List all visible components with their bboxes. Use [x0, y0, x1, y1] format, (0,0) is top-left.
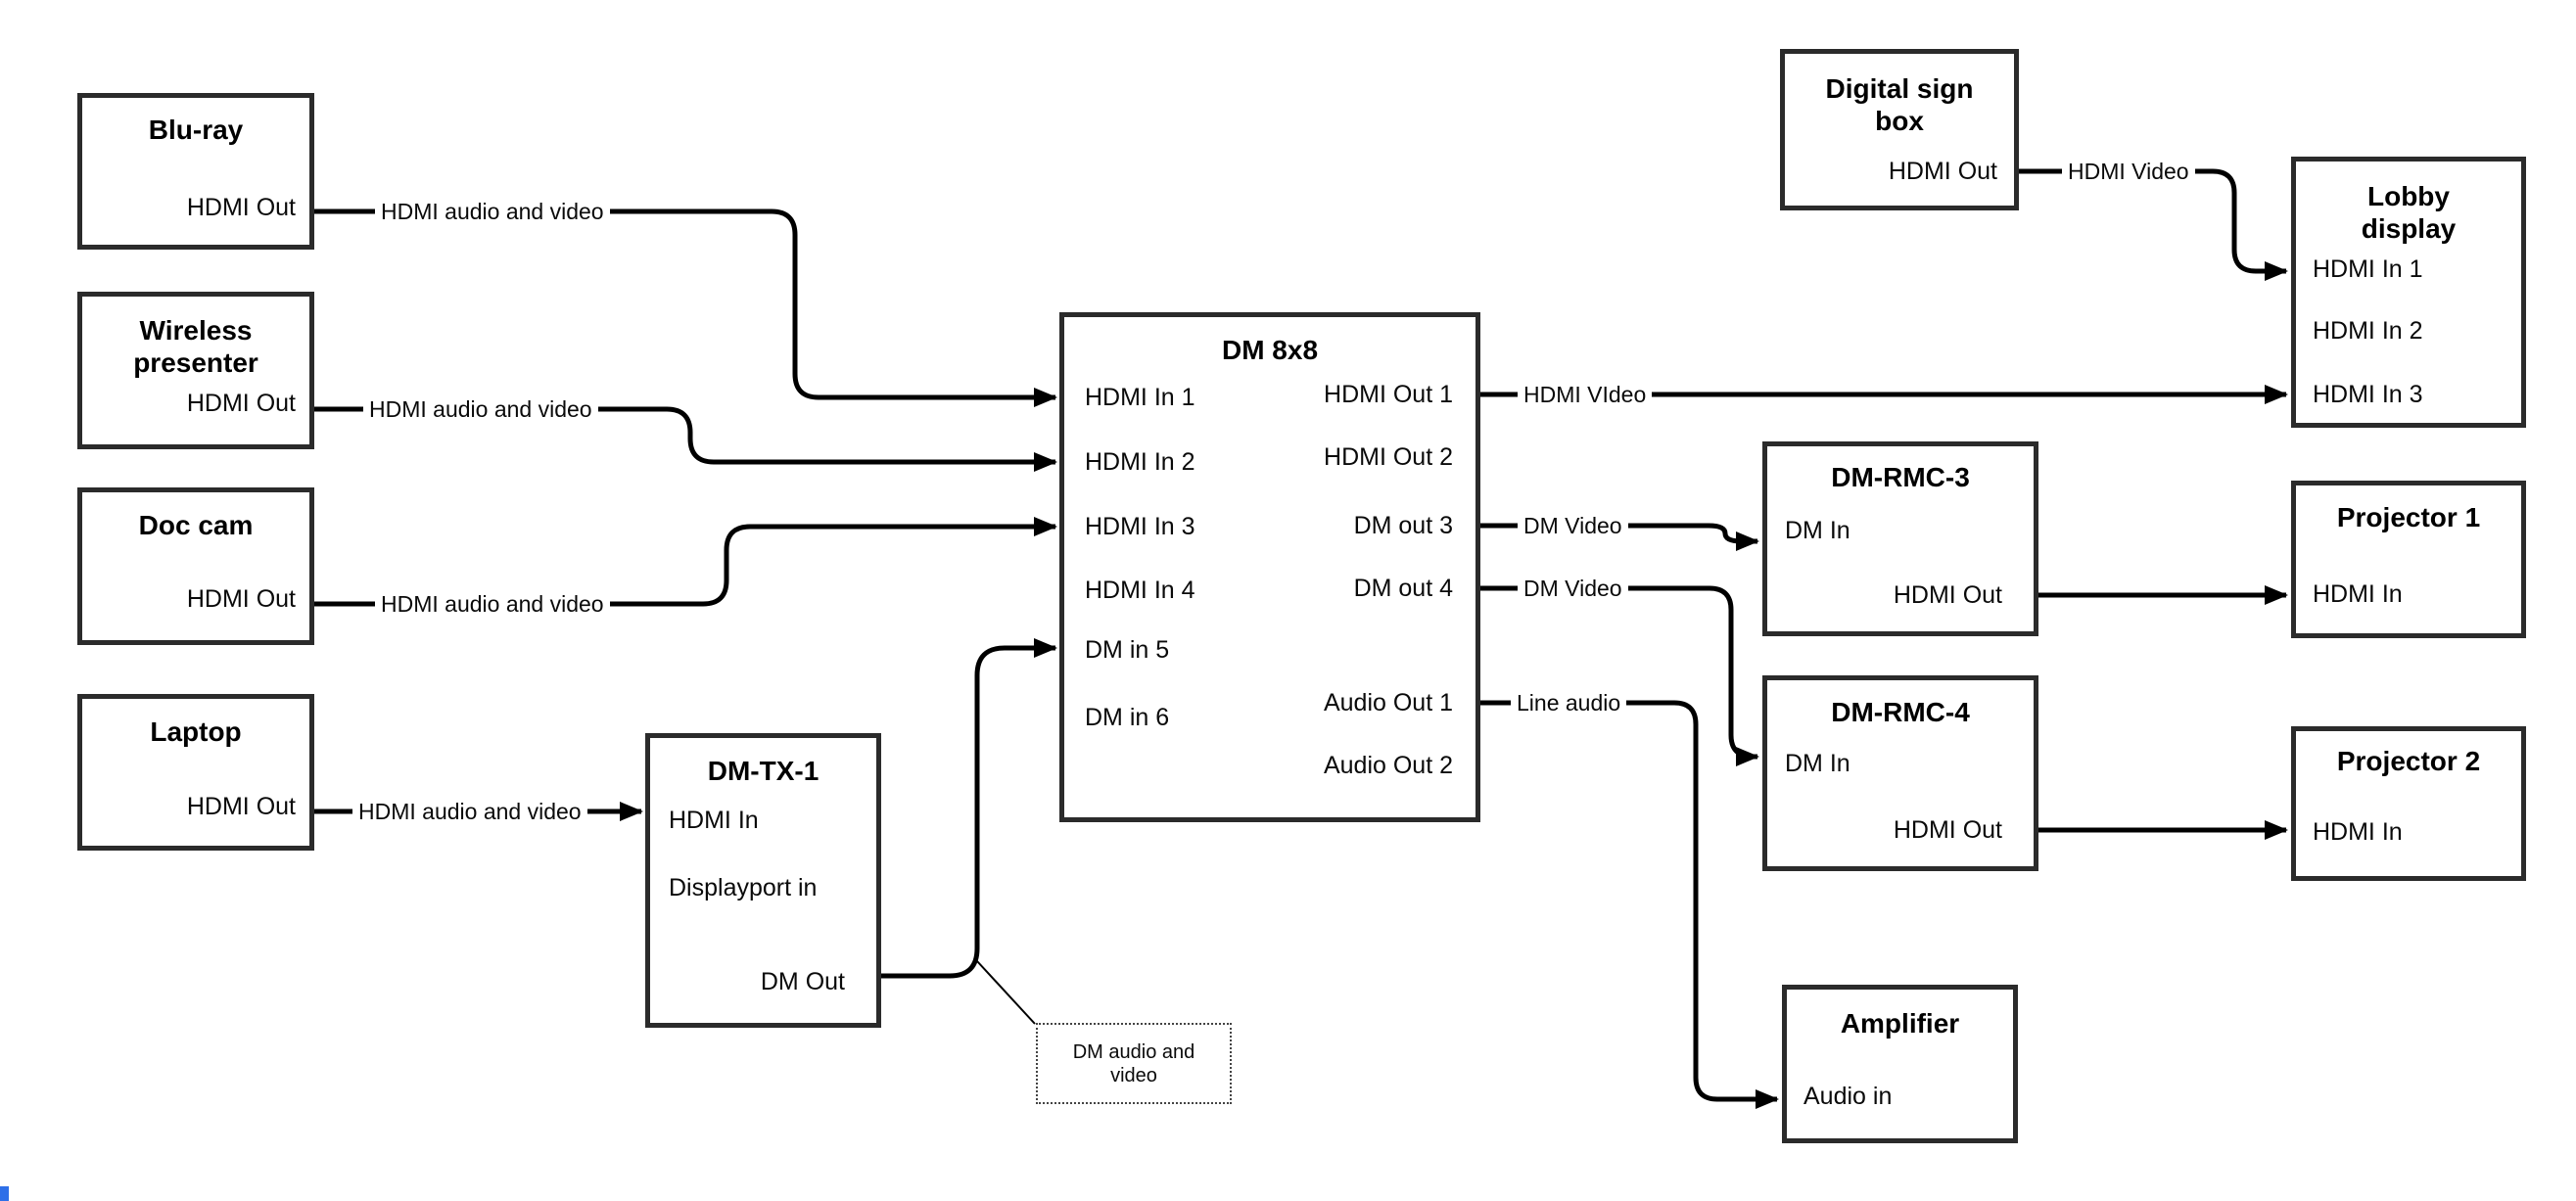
- label-doccam-wire: HDMI audio and video: [375, 591, 610, 617]
- dm-8x8-port-dm-in-5: DM in 5: [1085, 636, 1170, 664]
- projector-2-port-hdmi-in: HDMI In: [2313, 818, 2403, 846]
- node-doc-cam: [77, 487, 314, 645]
- label-hdmi-video-sign: HDMI Video: [2062, 159, 2195, 184]
- digital-sign-title: Digital sign box: [1825, 73, 1974, 136]
- node-digital-sign-box: [1780, 49, 2019, 210]
- dm-8x8-port-audio-out-2: Audio Out 2: [1323, 752, 1453, 779]
- lobby-port-hdmi-in-2: HDMI In 2: [2313, 317, 2423, 345]
- doc-cam-port-hdmi-out: HDMI Out: [186, 585, 296, 613]
- dm-8x8-title: DM 8x8: [1221, 335, 1319, 365]
- bottom-left-blue-fragment: [0, 1186, 9, 1201]
- dm-rmc-3-port-dm-in: DM In: [1785, 517, 1850, 544]
- node-laptop: [77, 694, 314, 851]
- projector-2-title: Projector 2: [2336, 746, 2481, 776]
- node-dm-8x8: [1059, 312, 1480, 822]
- dm-rmc-4-title: DM-RMC-4: [1831, 697, 1970, 727]
- dm-tx-1-title: DM-TX-1: [707, 756, 820, 786]
- label-hdmi-video-out1: HDMI VIdeo: [1518, 382, 1653, 407]
- edge-sign-to-lobby-in1: [2019, 168, 2288, 281]
- node-wireless-presenter: [77, 292, 314, 449]
- dm-tx-1-port-hdmi-in: HDMI In: [669, 807, 759, 834]
- projector-1-title: Projector 1: [2336, 502, 2481, 532]
- laptop-title: Laptop: [150, 716, 242, 747]
- callout-dm-audio-and-video: DM audio and video: [1036, 1023, 1232, 1104]
- edge-wireless-to-dm8x8-in2: [314, 406, 1057, 472]
- amplifier-title: Amplifier: [1840, 1008, 1960, 1039]
- node-amplifier: [1782, 985, 2018, 1143]
- wireless-port-hdmi-out: HDMI Out: [186, 390, 296, 417]
- label-line-audio: Line audio: [1511, 690, 1627, 716]
- lobby-title: Lobby display: [2361, 181, 2457, 244]
- dm-8x8-port-hdmi-in-3: HDMI In 3: [1085, 513, 1195, 540]
- dm-8x8-port-hdmi-in-1: HDMI In 1: [1085, 384, 1195, 411]
- label-dm-video-out3: DM Video: [1518, 513, 1628, 538]
- node-bluray: [77, 93, 314, 250]
- edge-dm8x8-out3-to-rmc3-dmin: [1480, 523, 1759, 551]
- dm-8x8-port-audio-out-1: Audio Out 1: [1323, 689, 1453, 716]
- dm-rmc-4-port-hdmi-out: HDMI Out: [1893, 816, 2002, 844]
- bluray-title: Blu-ray: [148, 115, 244, 145]
- laptop-port-hdmi-out: HDMI Out: [186, 793, 296, 820]
- dm-8x8-port-hdmi-in-4: HDMI In 4: [1085, 577, 1195, 604]
- edge-dm8x8-out4-to-rmc4-dmin: [1480, 585, 1759, 766]
- label-laptop-wire: HDMI audio and video: [352, 799, 587, 824]
- node-projector-2: [2291, 726, 2526, 881]
- edge-dmtx1-dmout-to-dm8x8-in5: [881, 638, 1057, 979]
- dm-rmc-4-port-dm-in: DM In: [1785, 750, 1850, 777]
- dm-tx-1-port-dm-out: DM Out: [760, 968, 845, 995]
- dm-8x8-port-dm-out-3: DM out 3: [1353, 512, 1453, 539]
- dm-8x8-port-dm-in-6: DM in 6: [1085, 704, 1170, 731]
- wireless-title: Wireless presenter: [133, 315, 258, 378]
- dm-rmc-3-port-hdmi-out: HDMI Out: [1893, 581, 2002, 609]
- callout-text: DM audio and video: [1072, 1040, 1195, 1086]
- amplifier-port-audio-in: Audio in: [1803, 1083, 1893, 1110]
- label-dm-video-out4: DM Video: [1518, 576, 1628, 601]
- edge-doccam-to-dm8x8-in3: [314, 517, 1057, 607]
- doc-cam-title: Doc cam: [138, 510, 254, 540]
- dm-8x8-port-hdmi-out-1: HDMI Out 1: [1324, 381, 1453, 408]
- node-dm-rmc-3: [1762, 441, 2038, 636]
- bluray-port-hdmi-out: HDMI Out: [186, 194, 296, 221]
- dm-tx-1-port-displayport-in: Displayport in: [669, 874, 818, 901]
- node-dm-tx-1: [645, 733, 881, 1028]
- edge-bluray-to-dm8x8-in1: [314, 208, 1057, 407]
- digital-sign-port-hdmi-out: HDMI Out: [1888, 158, 1997, 185]
- node-lobby-display: [2291, 157, 2526, 428]
- dm-8x8-port-hdmi-out-2: HDMI Out 2: [1324, 443, 1453, 471]
- dm-8x8-port-dm-out-4: DM out 4: [1353, 575, 1453, 602]
- projector-1-port-hdmi-in: HDMI In: [2313, 580, 2403, 608]
- dm-8x8-port-hdmi-in-2: HDMI In 2: [1085, 448, 1195, 476]
- lobby-port-hdmi-in-1: HDMI In 1: [2313, 255, 2423, 283]
- edge-dm8x8-aout1-to-amp: [1480, 700, 1779, 1109]
- node-dm-rmc-4: [1762, 675, 2038, 871]
- node-projector-1: [2291, 481, 2526, 638]
- lobby-port-hdmi-in-3: HDMI In 3: [2313, 381, 2423, 408]
- callout-leader-line: [976, 960, 1036, 1025]
- dm-rmc-3-title: DM-RMC-3: [1831, 462, 1970, 492]
- label-wireless-wire: HDMI audio and video: [363, 396, 598, 422]
- label-bluray-wire: HDMI audio and video: [375, 199, 610, 224]
